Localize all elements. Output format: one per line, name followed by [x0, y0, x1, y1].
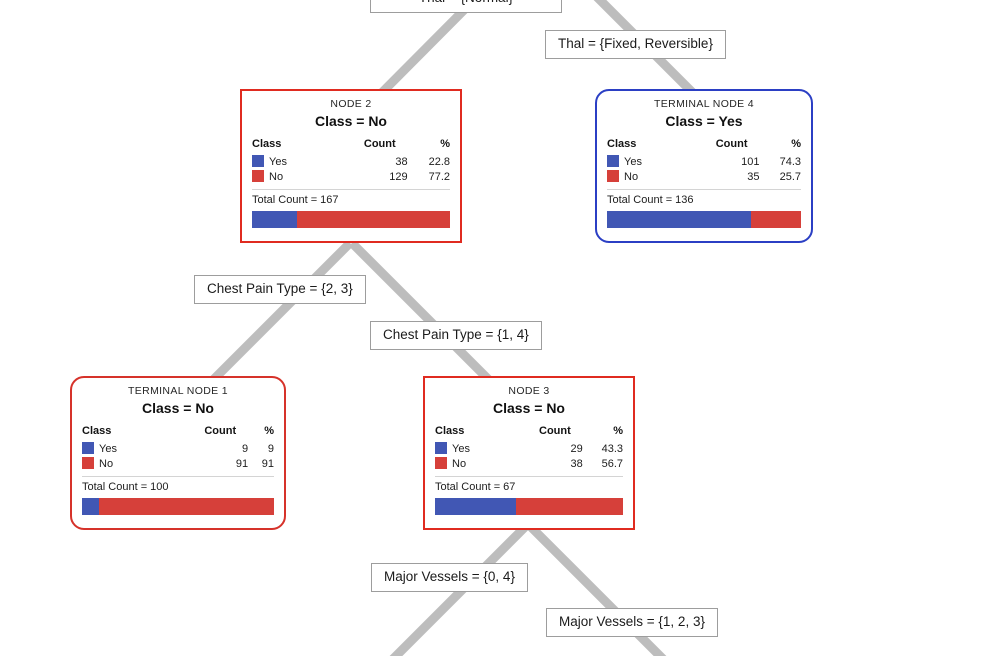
row-pct: 74.3 [779, 155, 801, 168]
divider [435, 476, 623, 477]
split-label-node2-left[interactable]: Chest Pain Type = {2, 3} [194, 275, 366, 304]
node-class-table: Class Count % Yes 9 9 N [82, 425, 274, 471]
total-count-label: Total Count = 136 [607, 194, 694, 206]
table-row: No 35 25.7 [607, 169, 801, 184]
table-row: Yes 9 9 [82, 441, 274, 456]
class-distribution-bar [82, 498, 274, 515]
tree-node-node4[interactable]: TERMINAL NODE 4 Class = Yes Class Count … [595, 89, 813, 243]
legend-swatch-yes-icon [607, 155, 619, 167]
divider [607, 189, 801, 190]
table-row: No 38 56.7 [435, 456, 623, 471]
split-label-root-right[interactable]: Thal = {Fixed, Reversible} [545, 30, 726, 59]
legend-swatch-no-icon [252, 170, 264, 182]
legend-swatch-no-icon [607, 170, 619, 182]
node-class-table: Class Count % Yes 38 22.8 [252, 138, 450, 184]
table-row: Yes 29 43.3 [435, 441, 623, 456]
row-label: Yes [624, 156, 642, 168]
node-class-label: Class = No [493, 400, 565, 416]
row-label: No [269, 171, 284, 183]
split-label-node2-right[interactable]: Chest Pain Type = {1, 4} [370, 321, 542, 350]
legend-swatch-yes-icon [252, 155, 264, 167]
row-count: 9 [242, 442, 249, 455]
col-header-pct: % [264, 425, 274, 437]
col-header-class: Class [435, 425, 465, 437]
bar-segment-yes [252, 211, 298, 228]
col-header-count: Count [204, 425, 237, 437]
col-header-class: Class [82, 425, 112, 437]
col-header-count: Count [715, 138, 748, 150]
node-class-label: Class = Yes [665, 113, 743, 129]
row-label: Yes [269, 156, 287, 168]
bar-segment-yes [435, 498, 517, 515]
row-label: No [452, 458, 467, 470]
row-count: 29 [570, 442, 583, 455]
table-header-row: Class Count % [82, 425, 274, 441]
legend-swatch-no-icon [435, 457, 447, 469]
tree-node-node1[interactable]: TERMINAL NODE 1 Class = No Class Count %… [70, 376, 286, 530]
legend-swatch-no-icon [82, 457, 94, 469]
legend-swatch-yes-icon [435, 442, 447, 454]
tree-node-node2[interactable]: NODE 2 Class = No Class Count % Yes 38 [240, 89, 462, 243]
divider [252, 189, 450, 190]
bar-segment-no [99, 498, 274, 515]
row-label: No [624, 171, 639, 183]
node-class-label: Class = No [142, 400, 214, 416]
table-row: No 91 91 [82, 456, 274, 471]
row-pct: 22.8 [428, 155, 450, 168]
bar-segment-no [751, 211, 801, 228]
total-count-label: Total Count = 167 [252, 194, 339, 206]
node-title: NODE 2 [330, 98, 372, 110]
col-header-class: Class [252, 138, 282, 150]
node-class-table: Class Count % Yes 29 43.3 [435, 425, 623, 471]
row-pct: 77.2 [428, 170, 450, 183]
divider [82, 476, 274, 477]
row-label: Yes [99, 443, 117, 455]
row-pct: 9 [267, 442, 274, 455]
table-row: Yes 38 22.8 [252, 154, 450, 169]
legend-swatch-yes-icon [82, 442, 94, 454]
row-count: 129 [389, 170, 408, 183]
node-class-table: Class Count % Yes 101 74.3 [607, 138, 801, 184]
split-label-node3-left[interactable]: Major Vessels = {0, 4} [371, 563, 528, 592]
node-class-label: Class = No [315, 113, 387, 129]
node-title: TERMINAL NODE 4 [654, 98, 754, 110]
tree-node-node3[interactable]: NODE 3 Class = No Class Count % Yes 29 [423, 376, 635, 530]
row-pct: 43.3 [601, 442, 623, 455]
table-header-row: Class Count % [607, 138, 801, 154]
bar-segment-yes [607, 211, 752, 228]
bar-segment-yes [82, 498, 100, 515]
table-row: Yes 101 74.3 [607, 154, 801, 169]
col-header-pct: % [791, 138, 801, 150]
split-label-root-left[interactable]: Thal = {Normal} [370, 0, 562, 13]
class-distribution-bar [252, 211, 450, 228]
col-header-count: Count [363, 138, 396, 150]
class-distribution-bar [435, 498, 623, 515]
col-header-pct: % [440, 138, 450, 150]
row-count: 101 [741, 155, 760, 168]
bar-segment-no [297, 211, 450, 228]
total-count-label: Total Count = 67 [435, 481, 516, 493]
row-count: 35 [747, 170, 760, 183]
col-header-class: Class [607, 138, 637, 150]
table-row: No 129 77.2 [252, 169, 450, 184]
row-pct: 56.7 [601, 457, 623, 470]
bar-segment-no [516, 498, 623, 515]
split-label-node3-right[interactable]: Major Vessels = {1, 2, 3} [546, 608, 718, 637]
row-pct: 91 [261, 457, 274, 470]
col-header-count: Count [539, 425, 571, 437]
row-count: 38 [395, 155, 408, 168]
node-title: TERMINAL NODE 1 [128, 385, 228, 397]
row-count: 38 [570, 457, 583, 470]
total-count-label: Total Count = 100 [82, 481, 169, 493]
table-header-row: Class Count % [252, 138, 450, 154]
row-label: Yes [452, 443, 470, 455]
row-label: No [99, 458, 114, 470]
row-count: 91 [235, 457, 249, 470]
edge-node3-to-left-child [389, 521, 531, 656]
col-header-pct: % [613, 425, 623, 437]
node-title: NODE 3 [508, 385, 550, 397]
class-distribution-bar [607, 211, 801, 228]
row-pct: 25.7 [779, 170, 801, 183]
table-header-row: Class Count % [435, 425, 623, 441]
